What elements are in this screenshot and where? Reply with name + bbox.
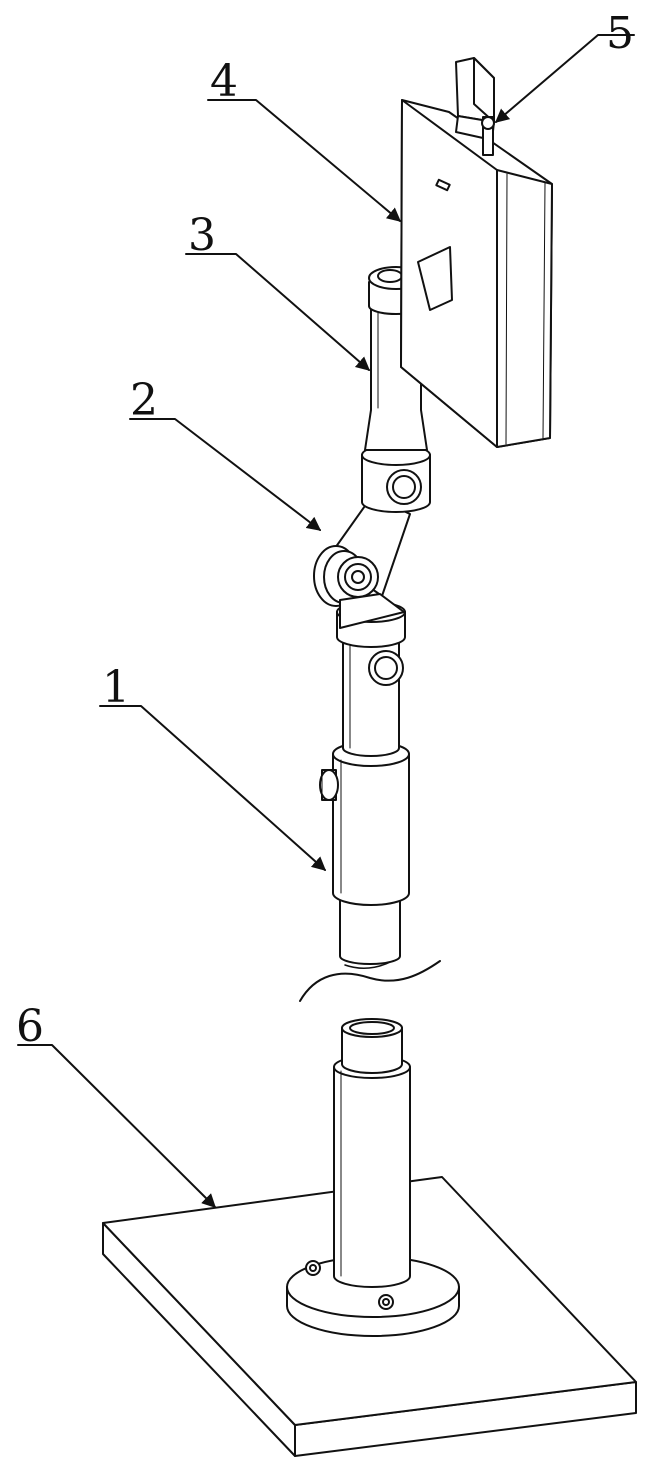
label-5: 5 [606, 8, 634, 59]
knob-icon [386, 469, 422, 505]
lower-pillar [333, 1018, 411, 1288]
label-4: 4 [210, 56, 238, 107]
leader-line-6 [17, 1044, 216, 1208]
telescopic-tube [319, 741, 410, 965]
label-1: 1 [102, 662, 130, 713]
tablet [400, 99, 553, 448]
elbow-joint [313, 495, 411, 629]
leader-lines [17, 34, 635, 1208]
label-2: 2 [130, 375, 158, 426]
leader-line-3 [185, 253, 371, 371]
screw-icon [305, 1260, 321, 1276]
reference-numerals: 1 2 3 4 5 6 [16, 8, 634, 1052]
lock-knob-icon [319, 769, 339, 801]
leader-line-5 [494, 34, 635, 123]
knob-icon [337, 556, 379, 598]
screw-icon [378, 1294, 394, 1310]
camera-clip [455, 57, 495, 156]
label-6: 6 [16, 1001, 44, 1052]
leader-line-1 [99, 705, 327, 871]
label-3: 3 [188, 210, 216, 261]
leader-line-4 [207, 99, 402, 222]
leader-line-2 [129, 418, 322, 531]
knob-icon [368, 650, 404, 686]
